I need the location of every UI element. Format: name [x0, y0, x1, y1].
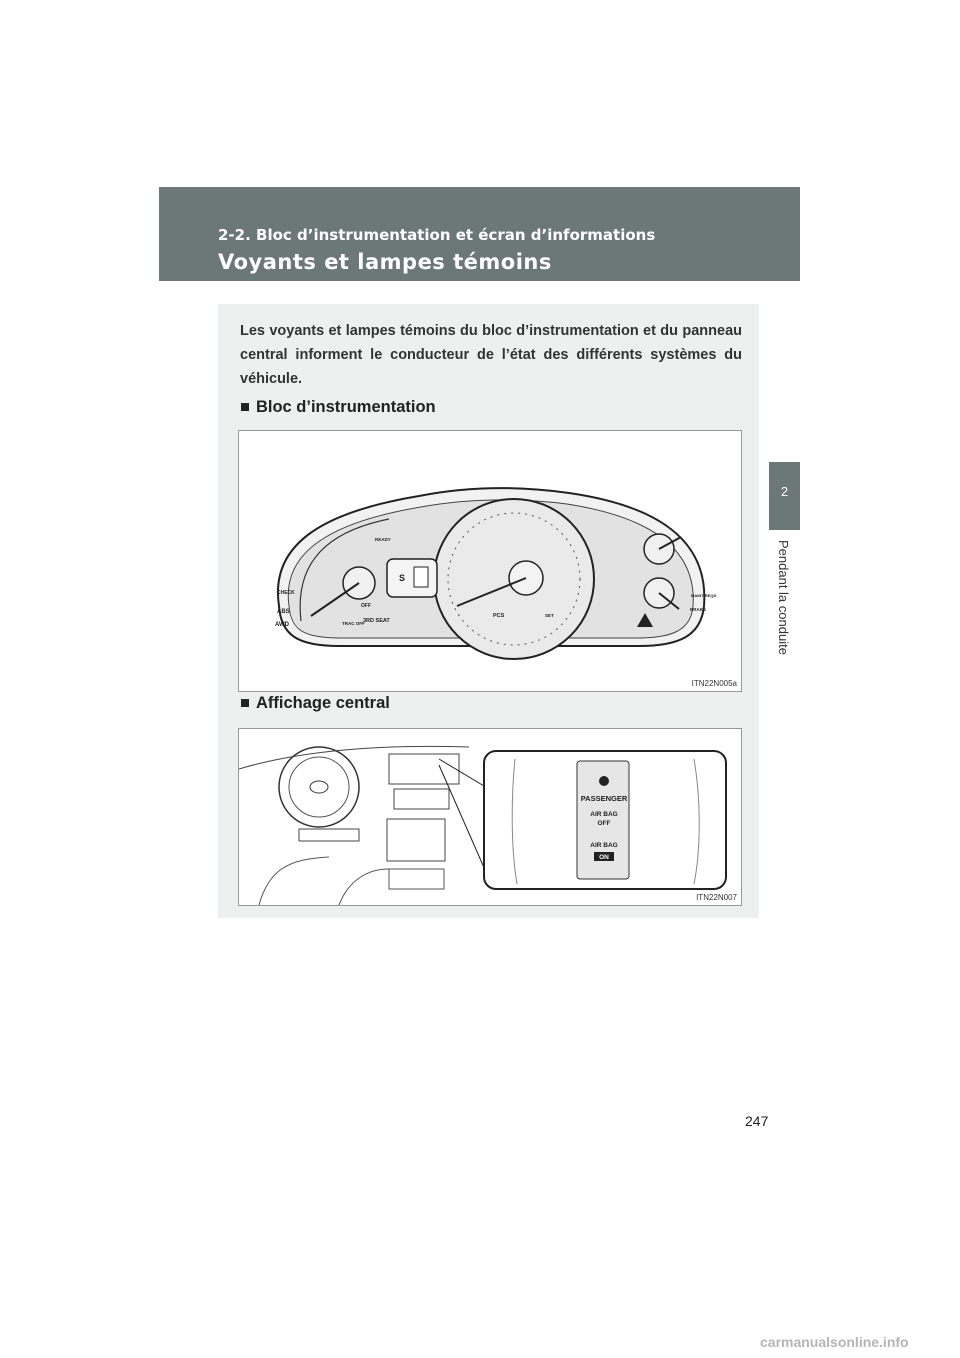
svg-text:MAINT REQD: MAINT REQD [691, 593, 716, 598]
svg-text:AIR BAG: AIR BAG [590, 811, 617, 818]
figure-code: ITN22N005a [691, 679, 737, 688]
chapter-number: 2 [780, 484, 789, 499]
svg-text:ABS: ABS [277, 609, 290, 615]
square-bullet-icon: ■ [240, 694, 250, 712]
chapter-header: 2-2. Bloc d’instrumentation et écran d’i… [159, 187, 800, 281]
svg-text:OFF: OFF [361, 603, 371, 609]
instrument-cluster-illustration: S CHECK ABS AWD OFF TRAC OFF 3RD SEAT RE… [275, 487, 716, 660]
svg-text:TRAC OFF: TRAC OFF [342, 621, 365, 626]
figure-code: ITN22N007 [696, 893, 737, 902]
heading-central-display: ■Affichage central [240, 694, 390, 712]
dashboard-illustration: PASSENGER AIR BAG OFF AIR BAG ON [238, 745, 727, 906]
page-title: Voyants et lampes témoins [218, 250, 552, 274]
section-label: 2-2. Bloc d’instrumentation et écran d’i… [218, 226, 656, 244]
heading-instrument-cluster: ■Bloc d’instrumentation [240, 398, 436, 416]
figure-central-display: PASSENGER AIR BAG OFF AIR BAG ON ITN22N0… [238, 728, 742, 906]
svg-text:SET: SET [545, 613, 554, 618]
svg-text:OFF: OFF [598, 820, 611, 827]
svg-text:AWD: AWD [275, 622, 290, 628]
figure-instrument-cluster: S CHECK ABS AWD OFF TRAC OFF 3RD SEAT RE… [238, 430, 742, 692]
svg-text:PCS: PCS [493, 613, 505, 619]
content-panel: Les voyants et lampes témoins du bloc d’… [218, 304, 759, 918]
svg-text:ON: ON [599, 854, 609, 861]
svg-text:READY: READY [375, 537, 391, 542]
svg-text:AIR BAG: AIR BAG [590, 842, 617, 849]
svg-text:CHECK: CHECK [277, 590, 295, 596]
svg-text:PASSENGER: PASSENGER [581, 794, 628, 803]
svg-text:S: S [399, 573, 405, 583]
chapter-tab[interactable]: 2 [769, 462, 800, 530]
square-bullet-icon: ■ [240, 398, 250, 416]
svg-text:BRAKE: BRAKE [690, 607, 706, 612]
chapter-label: Pendant la conduite [776, 540, 791, 655]
intro-text: Les voyants et lampes témoins du bloc d’… [240, 323, 742, 387]
svg-text:3RD SEAT: 3RD SEAT [363, 618, 390, 624]
page-number: 247 [745, 1113, 769, 1129]
watermark[interactable]: carmanualsonline.info [760, 1334, 909, 1350]
